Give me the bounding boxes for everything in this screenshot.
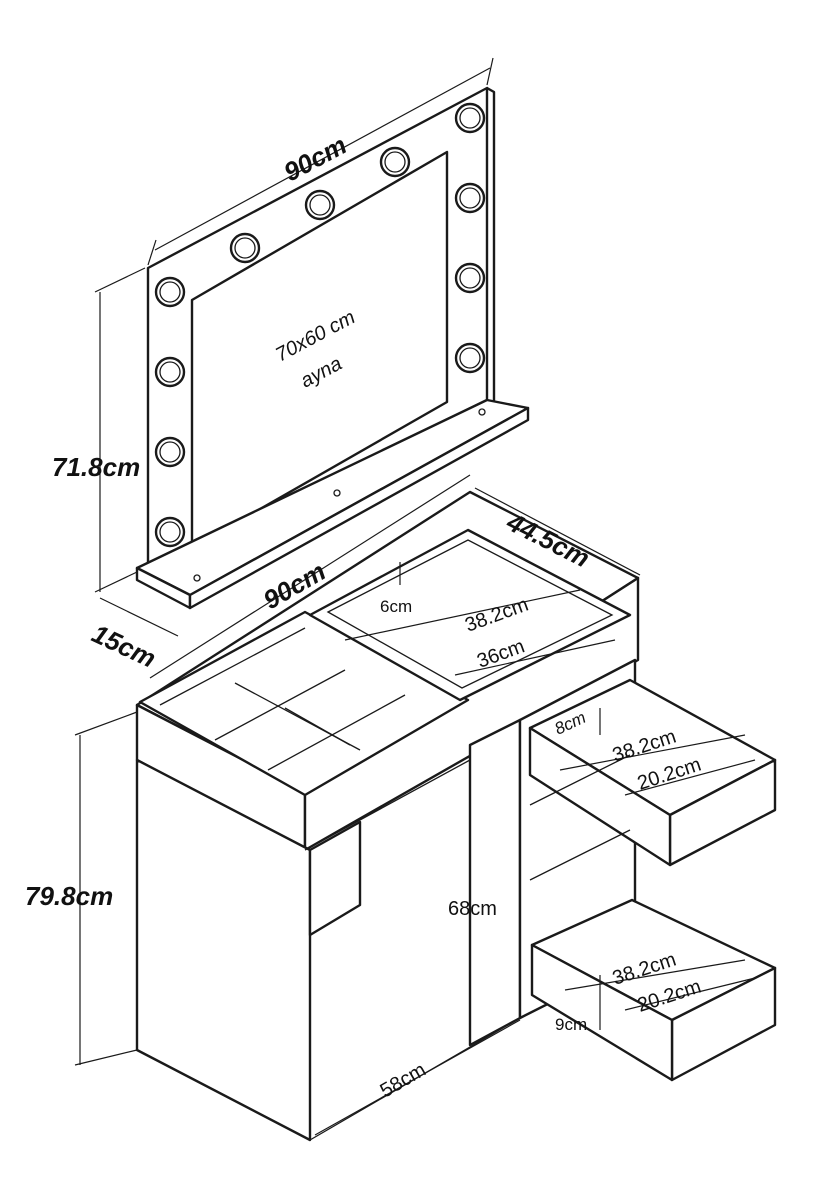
lower-drawer-side — [530, 943, 674, 1082]
screw-hole — [333, 489, 341, 497]
bulb-icon — [159, 441, 181, 463]
lower-drawer-depth-label: 9cm — [555, 1015, 587, 1034]
bulbs — [154, 102, 486, 548]
bulb-icon — [384, 151, 406, 173]
table-dimensions — [74, 474, 756, 1136]
screw-hole — [193, 574, 201, 582]
mirror-shelf-front — [188, 406, 530, 610]
bulb-icon — [159, 281, 181, 303]
knee-width-label: 58cm — [377, 1059, 430, 1103]
left-pedestal-inner — [308, 820, 362, 937]
bulb-icon — [159, 361, 181, 383]
top-tray-inner — [326, 539, 614, 689]
screw-hole — [478, 408, 486, 416]
bulb-icon — [459, 347, 481, 369]
mirror-glass — [190, 150, 449, 550]
vanity-table — [135, 490, 777, 1142]
mirror-depth-label: 15cm — [87, 618, 160, 673]
table-height-label: 79.8cm — [25, 881, 113, 911]
bulb-icon — [459, 187, 481, 209]
knee-height-label: 68cm — [448, 898, 497, 920]
right-cabinet-inner — [468, 718, 522, 1047]
mirror-height-label: 71.8cm — [52, 452, 140, 482]
bulb-icon — [459, 267, 481, 289]
bulb-icon — [159, 521, 181, 543]
bulb-icon — [459, 107, 481, 129]
top-tray-depth-label: 6cm — [380, 597, 412, 616]
bulb-icon — [309, 194, 331, 216]
mirror — [135, 86, 530, 610]
bulb-icon — [234, 237, 256, 259]
top-tray — [308, 528, 632, 702]
mirror-frame-side — [486, 86, 496, 402]
mirror-dimensions — [94, 57, 494, 637]
upper-drawer-side — [528, 726, 672, 867]
